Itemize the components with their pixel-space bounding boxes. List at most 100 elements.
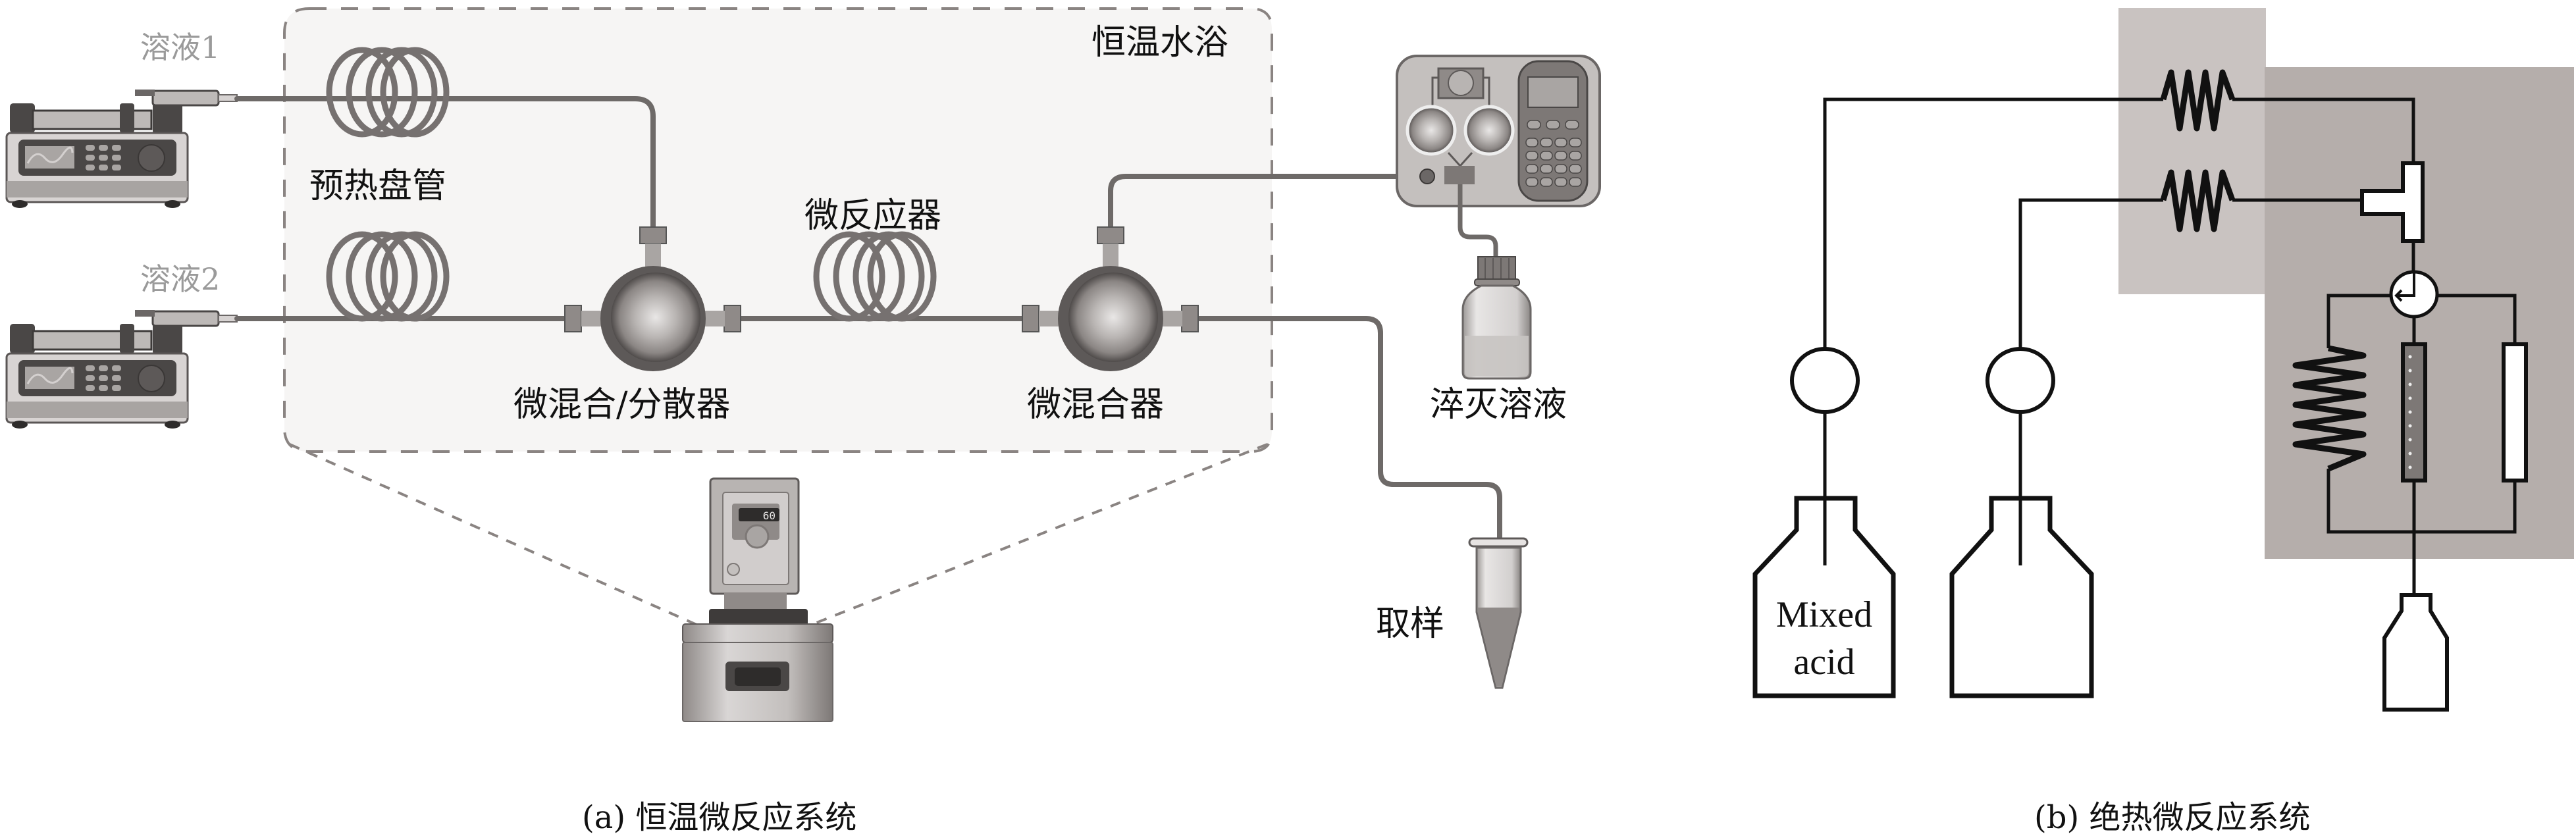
quench-pump-screen: [1527, 76, 1579, 108]
pump-clamp: [153, 323, 182, 354]
syringe-tip: [218, 94, 238, 102]
pump-foot-left: [12, 200, 28, 208]
bottle-liquid: [1465, 336, 1529, 377]
preheat-coil-1: [326, 47, 450, 138]
syringe-barrel: [151, 90, 220, 107]
valve-right-branch: [2436, 294, 2517, 344]
tubular-reactor: [2502, 342, 2528, 482]
bath-tank-rim: [682, 623, 833, 643]
packed-column-reactor: [2401, 342, 2427, 482]
t-mixer: [2360, 161, 2425, 243]
preheat-coil-label: 预热盘管: [309, 167, 446, 206]
pump-clamp: [153, 102, 182, 134]
pump-foot-right: [165, 200, 180, 208]
pump-knob[interactable]: [138, 365, 165, 392]
mixer2-thread-top: [1103, 244, 1118, 267]
mixer1-thread-top: [645, 244, 661, 267]
bath-power-button[interactable]: [727, 563, 740, 576]
pump-rail-block-left: [10, 103, 35, 133]
pump-rail-block-left: [10, 324, 35, 353]
quench-solution-bottle: [1461, 256, 1532, 380]
feed-pump-1[interactable]: [1790, 347, 1860, 414]
feed-pump-2[interactable]: [1985, 347, 2055, 414]
bath-projection-line-right: [806, 443, 1268, 628]
solution-2-label: 溶液2: [140, 261, 220, 297]
panel-b-caption: (b) 绝热微反应系统: [2034, 799, 2310, 834]
bottle-cap: [1477, 256, 1516, 280]
tube-solution-1: [234, 96, 656, 246]
mixer2-fitting-right: [1181, 305, 1199, 332]
valve-left-branch: [2326, 294, 2391, 348]
quench-pump-outlet-block: [1444, 166, 1475, 184]
mixed-acid-bottle: [1752, 496, 1896, 698]
mixed-acid-label-line1: Mixed: [1776, 594, 1872, 635]
substrate-bottle: [1949, 496, 2094, 698]
quench-pump-head-right: [1463, 105, 1515, 156]
pump-pusher: [120, 103, 134, 133]
quench-solution-label: 淬灭溶液: [1430, 385, 1567, 425]
preheat-coil-2: [326, 231, 450, 322]
sample-tube: [1468, 537, 1529, 689]
bath-handle-grip: [735, 667, 781, 686]
tube-quench-pump-to-bottle: [1458, 184, 1498, 257]
mixer2-fitting-left: [1022, 305, 1039, 332]
mixer1-fitting-left: [564, 305, 582, 332]
syringe-barrel: [151, 310, 220, 327]
micromixer[interactable]: [1022, 226, 1199, 371]
syringe-tip: [218, 315, 238, 323]
pump-foot-band: [7, 181, 188, 197]
bath-projection-line-left: [289, 443, 702, 628]
micromixer-label: 微混合器: [1027, 385, 1164, 425]
quench-pump-linkage: [1431, 76, 1490, 109]
quench-pump-head-left: [1406, 105, 1457, 156]
mixer2-fitting-top: [1097, 226, 1124, 244]
bath-control-knob[interactable]: [745, 524, 770, 549]
pump-keypad: [86, 365, 121, 391]
pump-knob[interactable]: [138, 144, 165, 172]
tube-mixer2-to-quench: [1108, 174, 1430, 246]
micromixer-disperser-label: 微混合/分散器: [513, 385, 731, 425]
pump-foot-left: [12, 421, 28, 429]
mixer1-disc: [611, 273, 700, 362]
panel-b-adiabatic-system: Mixed acid (b) 绝热微反应系统: [1752, 8, 2574, 834]
panel-a-constant-temperature-system: 溶液1 溶液2: [5, 7, 1601, 834]
bath-display-window: [739, 508, 779, 521]
quench-pump-keypad: [1525, 120, 1582, 187]
micro-reactor-coil: [813, 231, 937, 322]
mixer1-fitting-right: [723, 305, 741, 332]
switch-valve[interactable]: [2389, 270, 2439, 319]
feed-line-1: [1823, 97, 2163, 355]
feed-line-2: [2018, 198, 2163, 355]
bath-temperature-readout: 60: [763, 509, 775, 522]
syringe-plunger: [135, 310, 155, 317]
mixed-acid-label-line2: acid: [1793, 642, 1854, 683]
water-bath-device[interactable]: 60: [682, 477, 833, 722]
bath-neck: [724, 592, 787, 611]
pump-foot-right: [165, 421, 180, 429]
quench-pump[interactable]: [1396, 55, 1601, 207]
product-bottle: [2382, 593, 2449, 712]
panel-a-caption: (a) 恒温微反应系统: [582, 799, 856, 834]
water-bath-label: 恒温水浴: [1091, 23, 1228, 63]
mixer2-disc: [1068, 273, 1158, 362]
pump-foot-band: [7, 402, 188, 418]
syringe-pump-1[interactable]: [5, 90, 238, 208]
feed-line-1-to-tee: [2232, 97, 2415, 162]
syringe-pump-2[interactable]: [5, 310, 238, 429]
sample-tube-liquid: [1478, 608, 1519, 687]
pump-screen-wave: [26, 146, 74, 164]
pump-screen-wave: [26, 367, 74, 384]
preheat-coil-b-2: [2160, 169, 2236, 232]
syringe-plunger: [135, 90, 155, 96]
micro-reactor-label: 微反应器: [804, 196, 941, 236]
mixer1-fitting-top: [639, 226, 667, 244]
tube-mixer2-to-sample: [1186, 316, 1502, 542]
coil-outlet: [2326, 469, 2517, 534]
sampling-label: 取样: [1376, 604, 1444, 644]
micromixer-disperser[interactable]: [564, 226, 741, 371]
quench-pump-inlet-port: [1419, 169, 1435, 184]
solution-1-label: 溶液1: [140, 30, 220, 65]
coil-reactor: [2292, 345, 2367, 472]
pump-pusher: [120, 324, 134, 353]
